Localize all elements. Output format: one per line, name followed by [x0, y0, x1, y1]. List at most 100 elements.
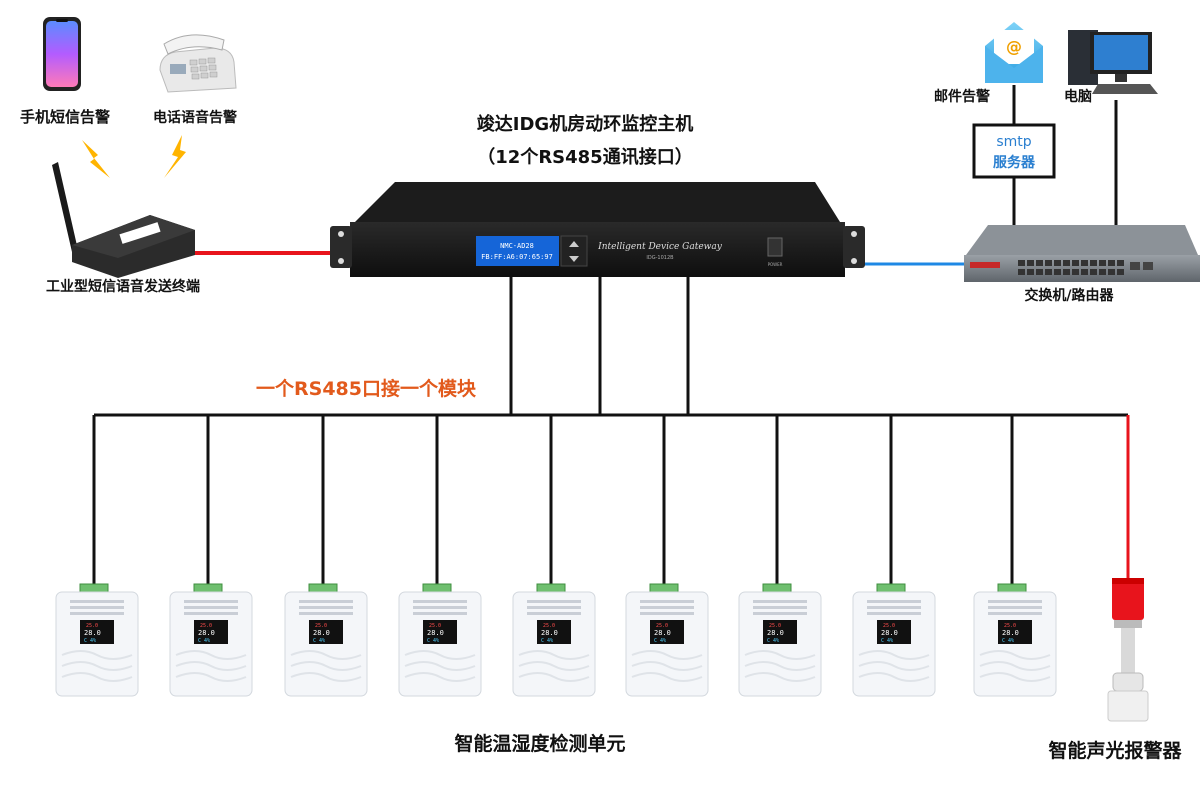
switch-port [1045, 269, 1052, 275]
switch-port [1054, 269, 1061, 275]
gateway-model-text: IDG-1012B [646, 255, 674, 261]
sensor-display-line2: 28.0 [427, 629, 444, 637]
sensor-display-line3: C 4% [541, 638, 553, 644]
sensor-display-line2: 28.0 [1002, 629, 1019, 637]
switch-port [1090, 269, 1097, 275]
network-switch-device [964, 225, 1200, 282]
sensor-display-line1: 25.0 [883, 623, 895, 629]
temp-humidity-sensor-unit: 25.028.0C 4% [284, 583, 368, 697]
sensor-display-line3: C 4% [654, 638, 666, 644]
sensor-display-line1: 25.0 [656, 623, 668, 629]
sensor-display [423, 620, 457, 644]
switch-port [1018, 269, 1025, 275]
lightning-icon [164, 135, 186, 178]
gateway-power-label: POWER [768, 262, 783, 267]
switch-port [1081, 260, 1088, 266]
sensor-display-line3: C 4% [198, 638, 210, 644]
sensor-display-line1: 25.0 [200, 623, 212, 629]
smtp-server-label: 服务器 [993, 154, 1036, 171]
temp-humidity-sensor-unit: 25.028.0C 4% [55, 583, 139, 697]
switch-port [1045, 260, 1052, 266]
sensor-display-line1: 25.0 [543, 623, 555, 629]
switch-port [1072, 260, 1079, 266]
switch-port [1063, 269, 1070, 275]
sensor-display-line2: 28.0 [654, 629, 671, 637]
sensor-display [80, 620, 114, 644]
email-envelope-icon: @ [985, 22, 1043, 83]
sensor-display-line3: C 4% [427, 638, 439, 644]
computer-icon [1068, 30, 1158, 94]
sensor-display-line3: C 4% [881, 638, 893, 644]
sensor-display-line3: C 4% [1002, 638, 1014, 644]
connection-lines [92, 85, 1130, 586]
sensor-display-line2: 28.0 [767, 629, 784, 637]
switch-port [1036, 260, 1043, 266]
smtp-server-box [972, 123, 1056, 179]
sensor-drop-lines [92, 415, 1014, 586]
mobile-phone-icon [43, 17, 81, 91]
gateway-lcd-screen [476, 236, 559, 266]
temp-humidity-sensor-unit: 25.028.0C 4% [512, 583, 596, 697]
sensor-display-line3: C 4% [767, 638, 779, 644]
sound-light-alarm-beacon [1107, 578, 1149, 722]
switch-port [1027, 260, 1034, 266]
switch-port [1027, 269, 1034, 275]
sensor-display-line2: 28.0 [541, 629, 558, 637]
switch-sfp-port [1143, 262, 1153, 270]
switch-port [1117, 269, 1124, 275]
temp-humidity-sensor-unit: 25.028.0C 4% [738, 583, 822, 697]
sensor-units: 25.028.0C 4%25.028.0C 4%25.028.0C 4%25.0… [55, 583, 1057, 697]
rs485-note-label: 一个RS485口接一个模块 [256, 377, 477, 400]
sensor-display-line2: 28.0 [881, 629, 898, 637]
sensor-display-line3: C 4% [313, 638, 325, 644]
smtp-label: smtp [996, 134, 1031, 150]
switch-brand-strip [970, 262, 1000, 268]
sensor-display [537, 620, 571, 644]
gateway-lcd-line1: NMC-AD28 [500, 242, 534, 250]
switch-port [1108, 260, 1115, 266]
switch-port [1063, 260, 1070, 266]
sensor-display-line2: 28.0 [84, 629, 101, 637]
switch-port [1018, 260, 1025, 266]
sensor-units-label: 智能温湿度检测单元 [454, 732, 625, 755]
sensor-display-line2: 28.0 [198, 629, 215, 637]
monitoring-gateway-device [330, 182, 865, 277]
switch-port [1081, 269, 1088, 275]
sensor-display [309, 620, 343, 644]
computer-label: 电脑 [1064, 88, 1092, 105]
switch-port [1099, 260, 1106, 266]
temp-humidity-sensor-unit: 25.028.0C 4% [625, 583, 709, 697]
switch-port [1108, 269, 1115, 275]
switch-sfp-port [1130, 262, 1140, 270]
svg-text:@: @ [1006, 37, 1022, 56]
email-alarm-label: 邮件告警 [934, 88, 990, 105]
desk-telephone-icon [159, 34, 237, 93]
sensor-display-line1: 25.0 [86, 623, 98, 629]
sensor-display-line2: 28.0 [313, 629, 330, 637]
switch-port [1036, 269, 1043, 275]
temp-humidity-sensor-unit: 25.028.0C 4% [169, 583, 253, 697]
gateway-title: 竣达IDG机房动环监控主机 [477, 113, 693, 135]
sensor-display-line1: 25.0 [1004, 623, 1016, 629]
gateway-face-text: Intelligent Device Gateway [597, 242, 723, 252]
switch-port [1054, 260, 1061, 266]
switch-label: 交换机/路由器 [1024, 287, 1114, 304]
sensor-display [650, 620, 684, 644]
gateway-subtitle: （12个RS485通讯接口） [477, 146, 692, 168]
sensor-display [998, 620, 1032, 644]
switch-port [1099, 269, 1106, 275]
lightning-icon [82, 140, 110, 178]
sensor-display [194, 620, 228, 644]
sensor-display-line1: 25.0 [429, 623, 441, 629]
sensor-display-line1: 25.0 [769, 623, 781, 629]
gateway-lcd-line2: FB:FF:A6:07:65:97 [481, 253, 553, 261]
switch-port [1072, 269, 1079, 275]
sms-voice-terminal-device [52, 162, 195, 278]
sensor-display-line3: C 4% [84, 638, 96, 644]
switch-port [1117, 260, 1124, 266]
phone-sms-alarm-label: 手机短信告警 [20, 108, 110, 126]
sensor-display-line1: 25.0 [315, 623, 327, 629]
switch-port [1090, 260, 1097, 266]
temp-humidity-sensor-unit: 25.028.0C 4% [852, 583, 936, 697]
